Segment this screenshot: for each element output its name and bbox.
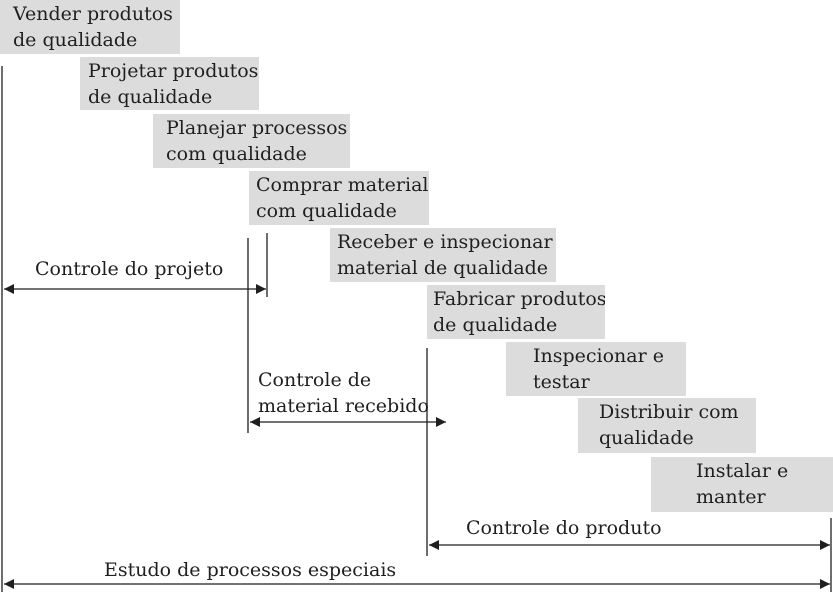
step-manufacture: Fabricar produtos de qualidade [427, 285, 605, 339]
step-install-line2: manter [696, 486, 766, 508]
special-processes-label: Estudo de processos especiais [104, 559, 397, 581]
step-sell: Vender produtos de qualidade [0, 0, 180, 54]
material-control-label: Controle de material recebido [258, 367, 429, 419]
step-inspect: Inspecionar e testar [506, 342, 686, 396]
step-plan-line1: Planejar processos [166, 117, 348, 139]
step-distribute: Distribuir com qualidade [578, 398, 756, 453]
step-plan-line2: com qualidade [166, 143, 307, 165]
step-receive-line1: Receber e inspecionar [337, 231, 553, 253]
step-design: Projetar produtos de qualidade [80, 57, 259, 110]
step-manufacture-line1: Fabricar produtos [433, 288, 605, 310]
project-control-label: Controle do projeto [35, 258, 224, 280]
material-control-label-line2: material recebido [258, 395, 429, 417]
step-inspect-line2: testar [533, 371, 590, 393]
step-plan: Planejar processos com qualidade [153, 114, 350, 168]
step-install-line1: Instalar e [696, 460, 789, 482]
step-purchase-line1: Comprar material [256, 174, 429, 196]
step-distribute-line1: Distribuir com [599, 401, 739, 423]
step-purchase: Comprar material com qualidade [249, 171, 429, 225]
step-receive-line2: material de qualidade [337, 257, 549, 279]
step-inspect-line1: Inspecionar e [533, 345, 664, 367]
step-distribute-line2: qualidade [599, 427, 694, 449]
product-control-label: Controle do produto [466, 517, 662, 539]
step-manufacture-line2: de qualidade [433, 314, 558, 336]
step-sell-line1: Vender produtos [13, 3, 173, 25]
step-sell-line2: de qualidade [13, 29, 138, 51]
step-receive: Receber e inspecionar material de qualid… [330, 228, 556, 282]
step-purchase-line2: com qualidade [256, 200, 397, 222]
step-design-line2: de qualidade [88, 86, 213, 108]
material-control-label-line1: Controle de [258, 369, 372, 391]
step-install: Instalar e manter [651, 457, 833, 512]
step-design-line1: Projetar produtos [88, 60, 259, 82]
